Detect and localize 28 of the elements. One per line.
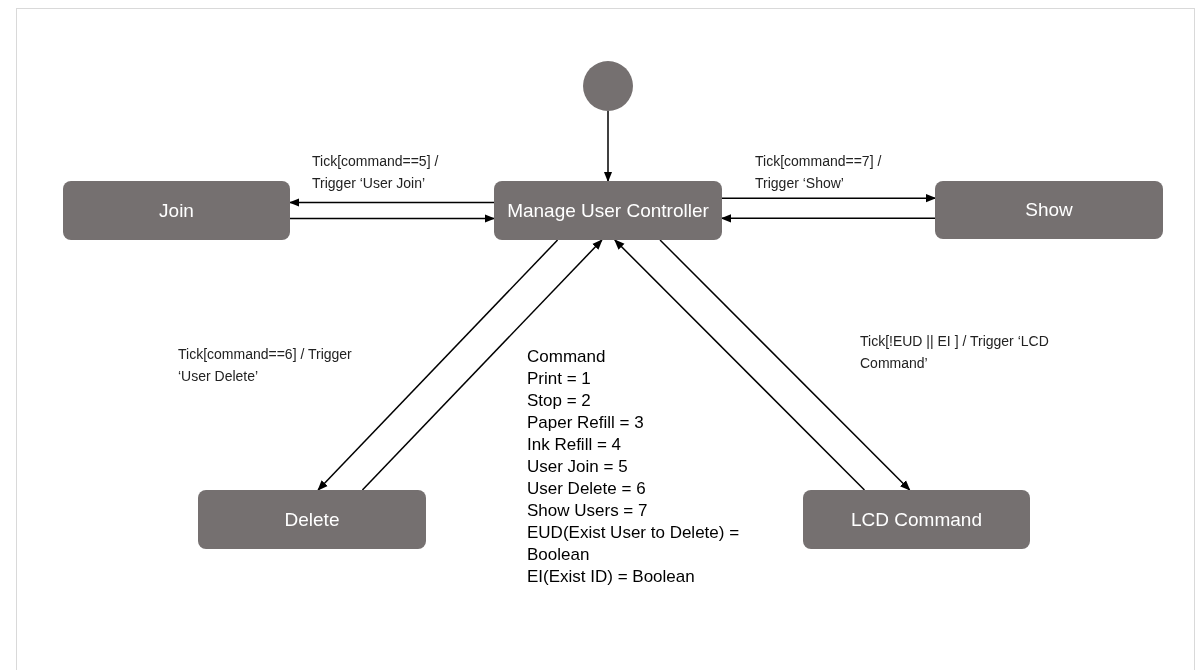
state-box: Manage User Controller xyxy=(494,181,722,240)
edge-label: Tick[command==5] / Trigger ‘User Join’ xyxy=(312,152,440,193)
arrow xyxy=(603,110,613,183)
arrow xyxy=(614,239,866,491)
legend-text: User Join = 5 xyxy=(527,456,629,478)
legend-text: EI(Exist ID) = Boolean xyxy=(527,566,696,588)
legend-text: Show Users = 7 xyxy=(527,500,649,522)
arrow xyxy=(289,214,496,223)
legend-text: EUD(Exist User to Delete) = Boolean xyxy=(527,522,741,566)
legend-text: Ink Refill = 4 xyxy=(527,434,622,456)
arrow xyxy=(288,198,495,207)
arrow xyxy=(720,214,936,223)
arrow xyxy=(317,239,559,491)
legend-text: User Delete = 6 xyxy=(527,478,647,500)
arrow xyxy=(721,193,937,203)
legend-text: Stop = 2 xyxy=(527,390,592,412)
state-box: Join xyxy=(63,181,290,240)
legend-text: Command xyxy=(527,346,607,368)
arrow xyxy=(659,239,911,491)
legend-text: Paper Refill = 3 xyxy=(527,412,645,434)
arrow xyxy=(361,239,603,491)
state-box: Delete xyxy=(198,490,426,549)
edge-label: Tick[!EUD || EI ] / Trigger ‘LCD Command’ xyxy=(860,332,1050,373)
edge-label: Tick[command==7] / Trigger ‘Show’ xyxy=(755,152,883,193)
state-box: LCD Command xyxy=(803,490,1030,549)
legend-text: Print = 1 xyxy=(527,368,592,390)
edge-label: Tick[command==6] / Trigger ‘User Delete’ xyxy=(178,345,353,386)
state-box: Show xyxy=(935,181,1163,239)
